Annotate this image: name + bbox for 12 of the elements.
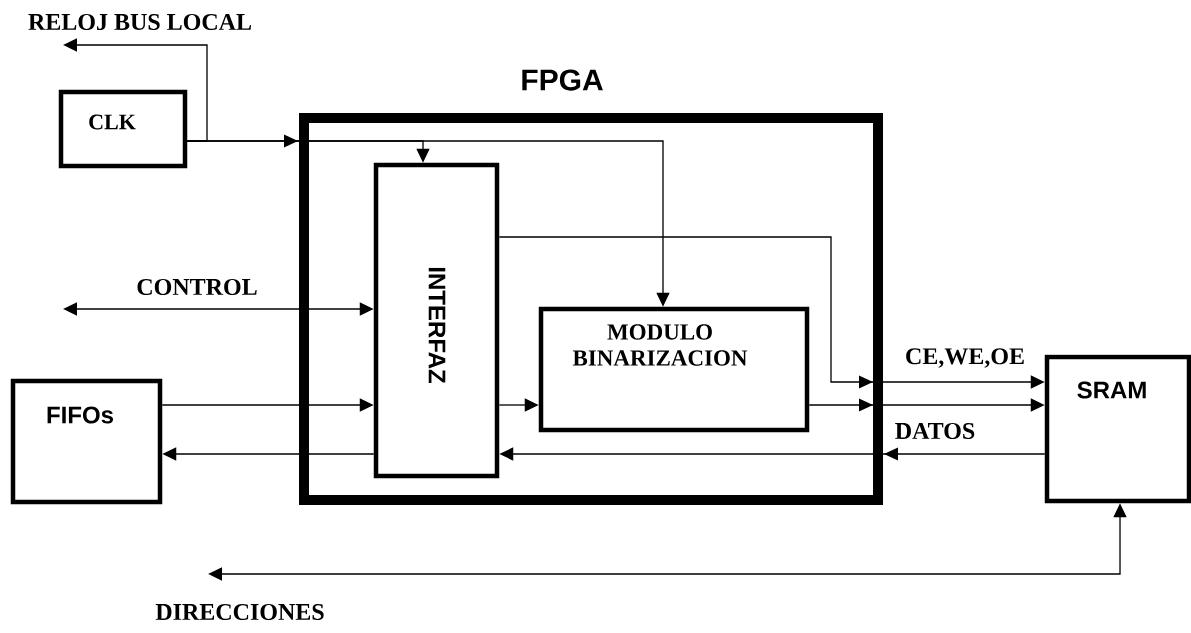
memory-box: SRAM	[1044, 354, 1191, 504]
node-label: FPGA	[522, 69, 603, 91]
interface-box: INTERFAZ	[373, 162, 500, 479]
module-box: MODULO BINARIZACION	[538, 306, 810, 433]
edge-label: CE,WE,OE	[904, 347, 1026, 369]
edge-label: CONTROL	[135, 277, 259, 297]
clock-box: CLK	[58, 89, 188, 169]
edge-label: DIRECCIONES	[154, 602, 326, 622]
edge-label: RELOJ BUS LOCAL	[27, 12, 254, 32]
arrow	[63, 38, 208, 142]
fifo-box: FIFOs	[10, 378, 163, 505]
edge-label: DATOS	[893, 421, 977, 441]
